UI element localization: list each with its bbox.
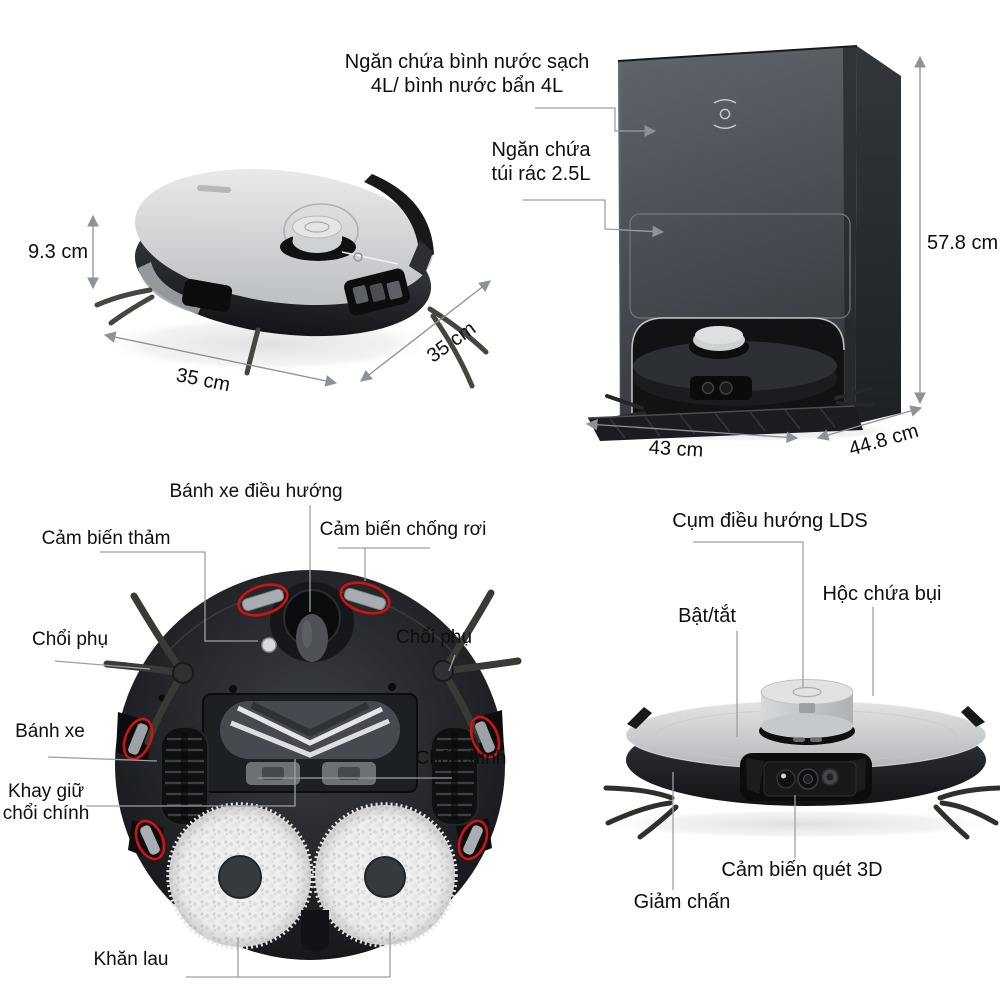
robot-bottom-view-illustration <box>103 570 522 960</box>
label-brush-tray-line2: chổi chính <box>2 803 90 825</box>
dim-robot-height: 9.3 cm <box>28 241 89 263</box>
robot-side-view-illustration <box>603 679 1000 840</box>
dock-logo-icon <box>713 99 737 129</box>
label-main-brush: Chổi chính <box>415 748 507 769</box>
label-wheel: Bánh xe <box>15 721 85 742</box>
dock-illustration <box>580 45 910 442</box>
mop-pad-right <box>312 802 458 948</box>
label-dust-bin: Hộc chứa bụi <box>822 583 942 605</box>
label-power: Bật/tắt <box>678 605 736 627</box>
mop-pad-left <box>166 802 314 950</box>
label-brush-tray-line1: Khay giữ <box>7 781 85 802</box>
caster-wheel <box>270 582 354 662</box>
docked-robot <box>605 326 875 421</box>
label-3d-sensor: Cảm biến quét 3D <box>721 859 883 881</box>
label-caster-wheel: Bánh xe điều hướng <box>169 481 343 502</box>
lds-turret <box>292 215 342 239</box>
label-dust-bag-line2: túi rác 2.5L <box>491 162 591 185</box>
connector-lines <box>47 107 874 978</box>
side-brush-right <box>432 589 522 744</box>
side-brush-left <box>103 592 194 746</box>
dock-side-face <box>855 46 901 424</box>
label-dust-bag: Ngăn chứa túi rác 2.5L <box>491 139 590 186</box>
label-mop-cloth: Khăn lau <box>93 949 169 970</box>
dimension-arrows <box>87 55 926 444</box>
label-lds-module: Cụm điều hướng LDS <box>672 510 868 532</box>
label-carpet-sensor: Cảm biến thảm <box>41 528 171 549</box>
main-brush-tray <box>202 693 418 793</box>
drive-wheel-right <box>430 726 479 826</box>
power-button-dot <box>353 252 363 262</box>
label-cliff-sensor: Cảm biến chống rơi <box>319 519 487 540</box>
cliff-sensor-strip <box>241 588 285 612</box>
label-water-tank-line1: Ngăn chứa bình nước sạch <box>344 51 590 73</box>
label-brush-tray: Khay giữ chổi chính <box>3 781 90 826</box>
label-water-tank: Ngăn chứa bình nước sạch 4L/ bình nước b… <box>345 51 589 98</box>
label-side-brush-left: Chổi phụ <box>31 629 109 650</box>
cliff-sensor-strip <box>343 587 387 611</box>
dim-dock-height: 57.8 cm <box>927 232 999 254</box>
label-water-tank-line2: 4L/ bình nước bẩn 4L <box>370 74 564 97</box>
label-bumper: Giảm chấn <box>633 891 731 913</box>
red-highlight-rings <box>122 581 501 861</box>
dim-dock-width: 43 cm <box>648 436 704 462</box>
lds-turret <box>759 679 855 745</box>
label-side-brush-right: Chổi phụ <box>395 627 473 648</box>
camera-module-3d <box>740 753 872 801</box>
front-port <box>182 278 233 313</box>
carpet-sensor-dot <box>261 637 277 653</box>
label-dust-bag-line1: Ngăn chứa <box>491 139 591 161</box>
drive-wheel-left <box>160 726 209 826</box>
